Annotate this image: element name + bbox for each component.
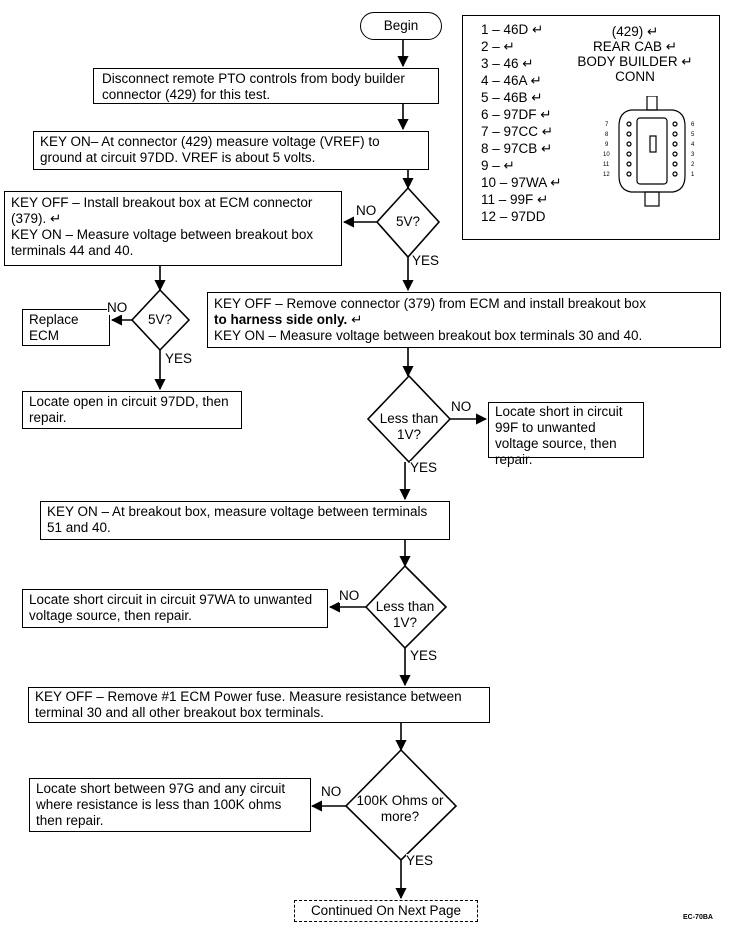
left-pin-label: 11 bbox=[603, 162, 610, 168]
note-icon: ↵ bbox=[499, 158, 515, 173]
label-no-1: NO bbox=[356, 203, 377, 218]
step-measure-51-40-text: KEY ON – At breakout box, measure voltag… bbox=[47, 504, 428, 535]
step-measure-terminals-51-40: KEY ON – At breakout box, measure voltag… bbox=[40, 501, 450, 540]
label-yes-3: YES bbox=[410, 460, 438, 475]
note-icon: ↵ bbox=[351, 312, 363, 327]
pin-12: 12 – 97DD bbox=[481, 209, 546, 224]
left-pin-label: 10 bbox=[603, 152, 610, 158]
decision-diamond-1 bbox=[375, 186, 441, 259]
right-pin-label: 1 bbox=[691, 172, 695, 178]
label-yes-4: YES bbox=[410, 648, 438, 663]
connector-name-1: REAR CAB bbox=[592, 39, 662, 54]
decision-1-text: 5V? bbox=[395, 214, 421, 229]
label-yes-1: YES bbox=[412, 253, 440, 268]
right-pin-label: 6 bbox=[691, 122, 695, 128]
step-install-breakout-ecm-text-a: KEY OFF – Install breakout box at ECM co… bbox=[11, 195, 313, 226]
decision-diamond-2 bbox=[130, 288, 191, 352]
left-pin-label: 9 bbox=[605, 142, 609, 148]
decision-diamond-4 bbox=[364, 564, 448, 650]
result-short-97wa: Locate short circuit in circuit 97WA to … bbox=[22, 589, 328, 628]
pin-6: 6 – 97DF ↵ bbox=[481, 107, 552, 122]
label-no-4: NO bbox=[339, 588, 360, 603]
pin-3: 3 – 46 ↵ bbox=[481, 56, 534, 71]
pin-5: 5 – 46B ↵ bbox=[481, 90, 543, 105]
right-pin-label: 5 bbox=[691, 132, 695, 138]
left-pin-label: 7 bbox=[605, 122, 609, 128]
decision-diamond-5 bbox=[344, 748, 458, 862]
pin-9: 9 – ↵ bbox=[481, 158, 515, 173]
pin-8: 8 – 97CB ↵ bbox=[481, 141, 553, 156]
note-icon: ↵ bbox=[518, 56, 534, 71]
figure-code: EC-70BA bbox=[683, 914, 713, 921]
step-disconnect-pto: Disconnect remote PTO controls from body… bbox=[93, 68, 439, 104]
begin-terminator: Begin bbox=[360, 12, 442, 40]
note-icon: ↵ bbox=[50, 211, 62, 226]
pin-7: 7 – 97CC ↵ bbox=[481, 124, 554, 139]
label-yes-2: YES bbox=[165, 351, 193, 366]
right-pin-label: 2 bbox=[691, 162, 695, 168]
right-pin-label: 4 bbox=[691, 142, 695, 148]
note-icon: ↵ bbox=[677, 54, 693, 69]
result-short-99f-text: Locate short in circuit 99F to unwanted … bbox=[495, 404, 623, 467]
note-icon: ↵ bbox=[546, 175, 562, 190]
connector-name-3: CONN bbox=[615, 69, 655, 84]
step-disconnect-pto-text: Disconnect remote PTO controls from body… bbox=[102, 71, 405, 102]
result-open-97dd-text: Locate open in circuit 97DD, then repair… bbox=[29, 394, 229, 425]
note-icon: ↵ bbox=[526, 73, 542, 88]
step-remove-connector-text-c: KEY ON – Measure voltage between breakou… bbox=[214, 328, 643, 343]
note-icon: ↵ bbox=[643, 24, 659, 39]
decision-2-text: 5V? bbox=[147, 312, 173, 327]
step-install-breakout-ecm-text-b: KEY ON – Measure voltage between breakou… bbox=[11, 227, 314, 258]
step-install-breakout-ecm: KEY OFF – Install breakout box at ECM co… bbox=[4, 191, 342, 266]
pin-1: 1 – 46D ↵ bbox=[481, 22, 544, 37]
result-replace-ecm-text: Replace ECM bbox=[29, 312, 79, 343]
note-icon: ↵ bbox=[499, 39, 515, 54]
label-no-3: NO bbox=[451, 399, 472, 414]
note-icon: ↵ bbox=[536, 107, 552, 122]
step-measure-vref: KEY ON– At connector (429) measure volta… bbox=[33, 131, 429, 170]
pin-4: 4 – 46A ↵ bbox=[481, 73, 542, 88]
note-icon: ↵ bbox=[538, 124, 554, 139]
connector-title: (429) ↵ REAR CAB ↵ BODY BUILDER ↵ CONN bbox=[561, 24, 709, 84]
pin-2: 2 – ↵ bbox=[481, 39, 515, 54]
pin-10: 10 – 97WA ↵ bbox=[481, 175, 562, 190]
decision-5-text: 100K Ohms or more? bbox=[356, 793, 444, 824]
step-measure-resistance-text: KEY OFF – Remove #1 ECM Power fuse. Meas… bbox=[35, 689, 462, 720]
continued-on-next-page: Continued On Next Page bbox=[294, 900, 478, 922]
step-remove-connector-text-a: KEY OFF – Remove connector (379) from EC… bbox=[214, 296, 646, 311]
left-pin-label: 8 bbox=[605, 132, 609, 138]
result-replace-ecm: Replace ECM bbox=[22, 309, 110, 346]
result-short-97g-text: Locate short between 97G and any circuit… bbox=[36, 781, 286, 828]
pin-11: 11 – 99F ↵ bbox=[481, 192, 549, 207]
result-open-97dd: Locate open in circuit 97DD, then repair… bbox=[22, 391, 242, 429]
step-remove-connector-text-b: to harness side only. bbox=[214, 312, 348, 327]
decision-3-text: Less than 1V? bbox=[379, 411, 439, 442]
left-pin-label: 12 bbox=[603, 172, 610, 178]
step-measure-vref-text: KEY ON– At connector (429) measure volta… bbox=[40, 134, 380, 165]
right-pin-label: 3 bbox=[691, 152, 695, 158]
connector-legend: 1 – 46D ↵ 2 – ↵ 3 – 46 ↵ 4 – 46A ↵ 5 – 4… bbox=[462, 15, 720, 240]
label-no-2: NO bbox=[107, 300, 128, 315]
note-icon: ↵ bbox=[528, 22, 544, 37]
connector-ref: (429) bbox=[611, 24, 644, 39]
note-icon: ↵ bbox=[527, 90, 543, 105]
label-yes-5: YES bbox=[406, 853, 434, 868]
step-measure-resistance: KEY OFF – Remove #1 ECM Power fuse. Meas… bbox=[28, 687, 490, 723]
result-short-97wa-text: Locate short circuit in circuit 97WA to … bbox=[29, 592, 313, 623]
step-remove-connector-379: KEY OFF – Remove connector (379) from EC… bbox=[207, 292, 721, 348]
note-icon: ↵ bbox=[537, 141, 553, 156]
result-short-99f: Locate short in circuit 99F to unwanted … bbox=[488, 402, 644, 467]
connector-name-2: BODY BUILDER bbox=[577, 54, 678, 69]
connector-drawing-icon: 7 8 9 10 11 12 6 5 4 3 2 1 bbox=[603, 96, 695, 207]
label-no-5: NO bbox=[321, 784, 342, 799]
decision-diamond-3 bbox=[366, 374, 452, 464]
decision-4-text: Less than 1V? bbox=[375, 599, 435, 630]
note-icon: ↵ bbox=[661, 39, 678, 54]
result-short-97g: Locate short between 97G and any circuit… bbox=[29, 778, 311, 832]
note-icon: ↵ bbox=[533, 192, 549, 207]
